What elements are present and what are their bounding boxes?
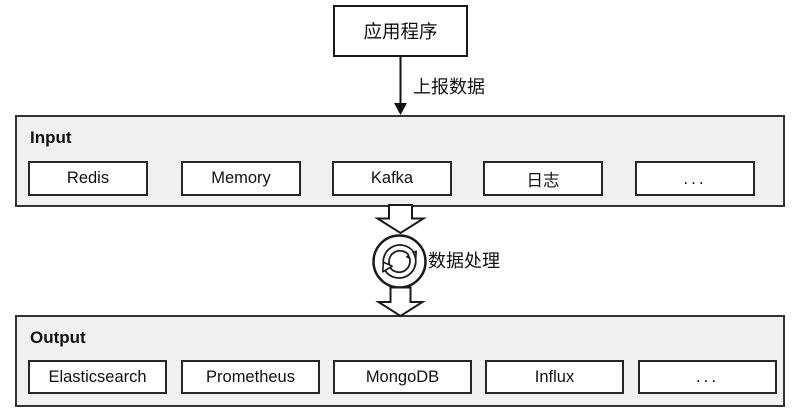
output-box-prometheus: Prometheus <box>181 360 320 394</box>
output-section: Output Elasticsearch Prometheus MongoDB … <box>15 315 785 407</box>
input-box-redis: Redis <box>28 161 148 196</box>
output-box-mongodb: MongoDB <box>333 360 472 394</box>
app-box: 应用程序 <box>333 5 468 57</box>
output-box-elasticsearch: Elasticsearch <box>28 360 167 394</box>
output-box-influx: Influx <box>485 360 624 394</box>
input-box-more: ... <box>635 161 755 196</box>
down-arrow <box>394 57 407 115</box>
block-arrow-process-to-output <box>375 286 426 318</box>
input-box-memory: Memory <box>181 161 301 196</box>
input-section: Input Redis Memory Kafka 日志 ... <box>15 115 785 207</box>
input-box-logs: 日志 <box>483 161 603 196</box>
block-arrow-input-to-process <box>374 204 427 235</box>
input-section-title: Input <box>30 128 72 147</box>
sync-icon <box>372 234 427 289</box>
input-box-kafka: Kafka <box>332 161 452 196</box>
output-section-title: Output <box>30 328 86 347</box>
data-processing-label: 数据处理 <box>428 251 500 271</box>
report-data-label: 上报数据 <box>413 77 485 97</box>
output-box-more: ... <box>638 360 777 394</box>
